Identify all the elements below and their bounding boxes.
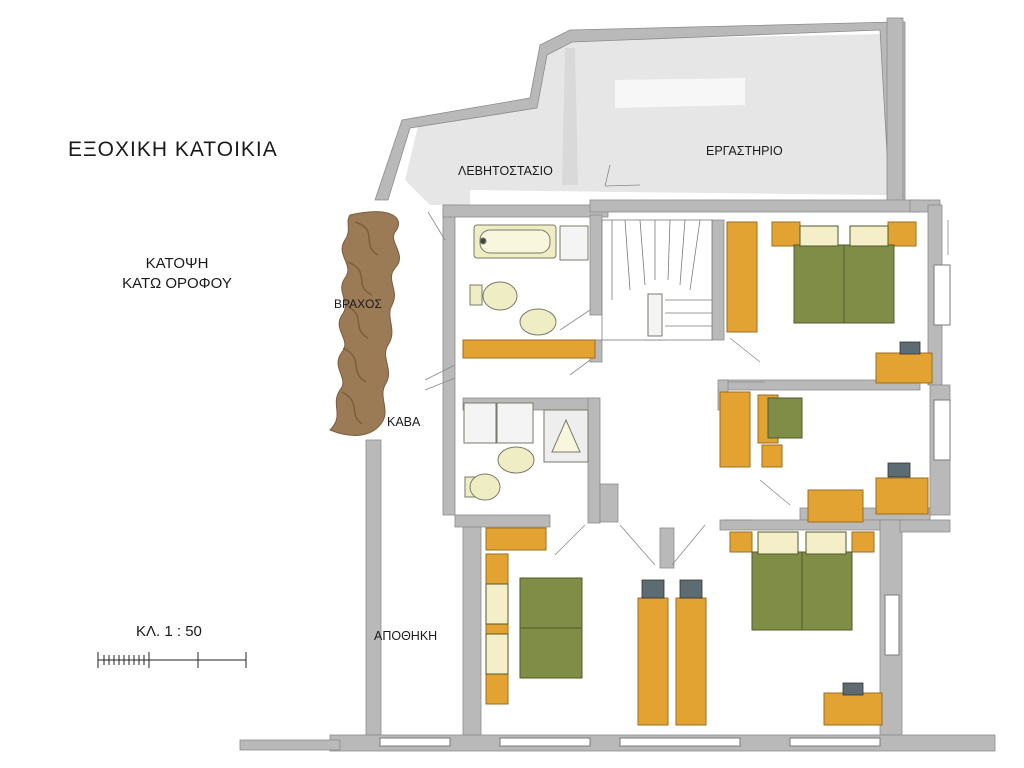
room-label-boiler-room: ΛΕΒΗΤΟΣΤΑΣΙΟ xyxy=(458,164,553,178)
beds xyxy=(485,225,895,679)
room-label-workshop: ΕΡΓΑΣΤΗΡΙΟ xyxy=(706,144,783,158)
wardrobes-and-furniture xyxy=(462,221,933,726)
page-title: ΕΞΟΧΙΚΗ ΚΑΤΟΙΚΙΑ xyxy=(68,138,278,161)
rock-formation xyxy=(329,211,400,436)
subtitle-line-2: ΚΑΤΩ ΟΡΟΦΟΥ xyxy=(122,275,232,292)
room-label-storage: ΑΠΟΘΗΚΗ xyxy=(374,629,438,643)
scale-bar xyxy=(97,652,247,668)
light-filled-areas xyxy=(405,34,898,205)
subtitle-line-1: ΚΑΤΟΨΗ xyxy=(145,255,209,272)
room-label-rock: ΒΡΑΧΟΣ xyxy=(334,297,382,311)
plan-subtitle: ΚΑΤΟΨΗ ΚΑΤΩ ΟΡΟΦΟΥ xyxy=(112,254,242,294)
doors xyxy=(424,164,949,566)
scale-label: ΚΛ. 1 : 50 xyxy=(136,623,202,640)
tv-units xyxy=(641,341,921,696)
room-label-cellar: ΚΑΒΑ xyxy=(387,415,421,429)
windows xyxy=(379,264,951,747)
bathroom-fixtures xyxy=(463,224,663,501)
